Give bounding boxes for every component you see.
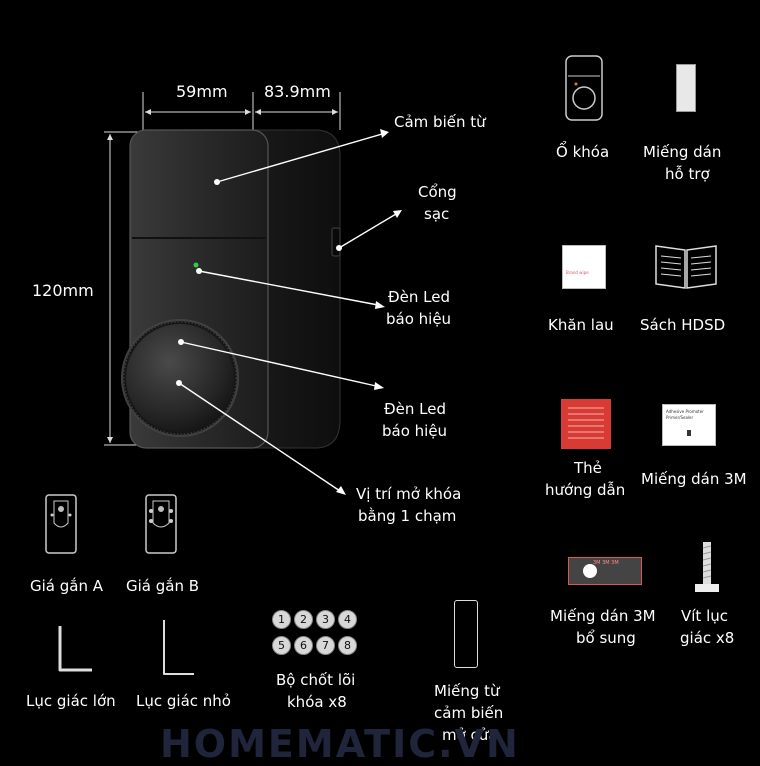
core-pin: 1 <box>272 610 291 629</box>
label-guide-card-2: hướng dẫn <box>545 481 626 499</box>
label-support-sticker-1: Miếng dán <box>643 143 722 161</box>
label-bracket-b: Giá gắn B <box>126 577 200 595</box>
bracket-b-icon <box>145 494 177 554</box>
label-hex-screw-1: Vít lục <box>681 607 728 625</box>
callout-led2-2: báo hiệu <box>382 422 448 440</box>
cleaning-cloth-icon: Brand wipe <box>562 245 606 289</box>
callout-led1-1: Đèn Led <box>388 288 450 306</box>
callout-led2-1: Đèn Led <box>384 400 446 418</box>
callout-arrowheads <box>336 129 402 495</box>
extra-3m-tape-icon: 3M 3M 3M <box>568 557 642 585</box>
sticker-3m-icon: Adhesive Promoter Primer/Sealer <box>662 404 716 446</box>
watermark-logo: HOMEMATIC.VN <box>160 722 520 766</box>
label-hex-screw-2: giác x8 <box>680 629 735 647</box>
label-extra-3m-2: bổ sung <box>576 629 636 647</box>
core-pin: 7 <box>316 636 335 655</box>
core-pin: 2 <box>294 610 313 629</box>
tape-print: 3M 3M 3M <box>593 560 619 566</box>
callout-charging-port-1: Cổng <box>418 183 457 201</box>
label-lock: Ổ khóa <box>556 143 610 161</box>
label-core-pins-1: Bộ chốt lõi <box>276 671 356 689</box>
label-magnet-2: cảm biến <box>434 704 504 722</box>
callout-lines <box>178 133 397 492</box>
label-extra-3m-1: Miếng dán 3M <box>550 607 656 625</box>
core-pin: 8 <box>338 636 357 655</box>
callout-one-touch-2: bằng 1 chạm <box>358 507 457 525</box>
manual-book-icon <box>655 245 717 289</box>
label-magnet-1: Miếng từ <box>434 682 500 700</box>
cloth-print: Brand wipe <box>566 270 589 275</box>
label-core-pins-2: khóa x8 <box>287 693 347 711</box>
label-bracket-a: Giá gắn A <box>30 577 104 595</box>
callout-magnetic-sensor: Cảm biến từ <box>394 113 486 131</box>
label-cloth: Khăn lau <box>548 316 614 334</box>
bracket-a-icon <box>45 494 77 554</box>
lock-unit-icon <box>565 55 603 121</box>
dimension-arrowheads <box>107 109 338 443</box>
charging-port <box>331 227 341 257</box>
label-hex-small: Lục giác nhỏ <box>136 692 231 710</box>
width-dimension: 59mm <box>176 82 228 101</box>
hex-screw-icon <box>695 542 719 592</box>
label-sticker-3m: Miếng dán 3M <box>641 470 747 488</box>
dimension-lines <box>104 92 341 446</box>
label-support-sticker-2: hỗ trợ <box>665 165 710 183</box>
support-sticker-icon <box>676 64 696 112</box>
status-led-green <box>193 262 199 268</box>
hex-key-large-icon <box>58 626 92 672</box>
label-hex-large: Lục giác lớn <box>26 692 116 710</box>
core-pin: 5 <box>272 636 291 655</box>
guide-card-icon <box>561 399 611 449</box>
core-pin: 4 <box>338 610 357 629</box>
label-manual: Sách HDSD <box>640 316 726 334</box>
depth-dimension: 83.9mm <box>264 82 331 101</box>
magnet-sensor-icon <box>454 600 478 668</box>
callout-charging-port-2: sạc <box>424 205 450 223</box>
knob <box>126 324 234 432</box>
height-dimension: 120mm <box>32 281 94 300</box>
label-magnet-3: mở cửa <box>442 726 498 744</box>
core-pin: 6 <box>294 636 313 655</box>
label-guide-card-1: Thẻ <box>574 459 602 477</box>
callout-led1-2: báo hiệu <box>386 310 452 328</box>
hex-key-small-icon <box>163 620 194 675</box>
sticker-3m-print-1: Adhesive Promoter <box>666 409 704 414</box>
callout-one-touch-1: Vị trí mở khóa <box>356 485 462 503</box>
callout-dots <box>176 179 342 386</box>
core-pin: 3 <box>316 610 335 629</box>
sticker-3m-print-2: Primer/Sealer <box>666 415 694 420</box>
